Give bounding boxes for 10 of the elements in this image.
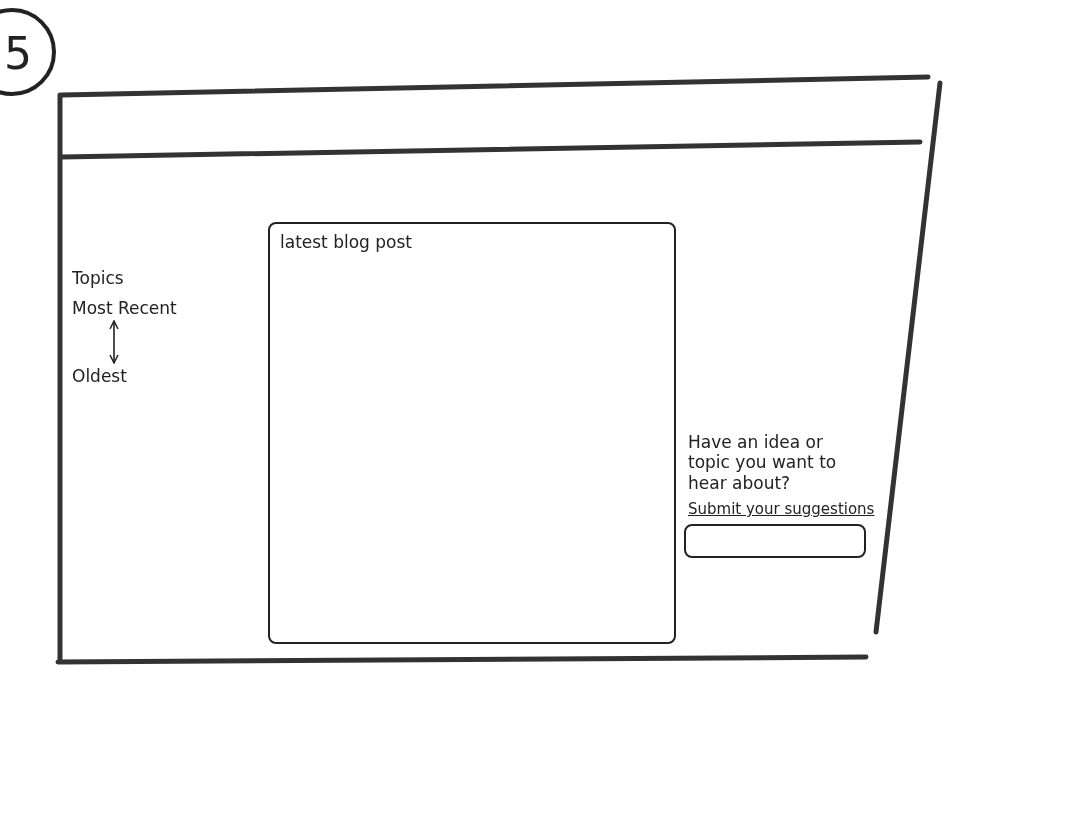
suggestion-prompt: Have an idea or topic you want to hear about? bbox=[688, 432, 838, 494]
sidebar-heading: Topics bbox=[72, 268, 124, 289]
blog-post-panel bbox=[268, 222, 676, 644]
sort-option: Oldest bbox=[72, 366, 127, 386]
suggestion-input-field bbox=[684, 524, 866, 558]
panel-heading: latest blog post bbox=[280, 232, 413, 252]
step-number: 5 bbox=[4, 28, 32, 81]
double-arrow bbox=[109, 320, 119, 364]
suggestion-heading: Submit your suggestions bbox=[688, 500, 875, 518]
sort-option: Most Recent bbox=[72, 298, 177, 318]
